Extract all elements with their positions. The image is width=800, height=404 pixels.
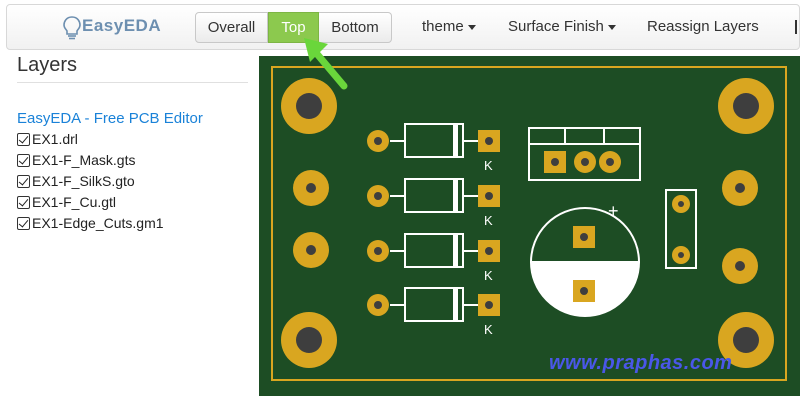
sidebar-divider (17, 82, 248, 83)
checkbox-checked-icon[interactable] (17, 174, 30, 188)
layer-label: EX1-F_Cu.gtl (32, 194, 117, 210)
mounting-hole (718, 78, 774, 134)
caret-down-icon (607, 24, 616, 30)
checkbox-checked-icon[interactable] (17, 153, 30, 167)
layer-item[interactable]: EX1.drl (17, 131, 78, 147)
easyeda-editor-link[interactable]: EasyEDA - Free PCB Editor (17, 110, 203, 127)
layer-label: EX1-F_Mask.gts (32, 152, 136, 168)
theme-menu-label: theme (422, 18, 464, 35)
cathode-label: K (484, 158, 493, 173)
layer-item[interactable]: EX1-F_Cu.gtl (17, 194, 116, 210)
diode-footprint: K (367, 178, 500, 228)
layer-item[interactable]: EX1-F_Mask.gts (17, 152, 135, 168)
board-edge-outline (271, 66, 787, 381)
caret-down-icon (467, 24, 476, 30)
connector-pad (293, 232, 329, 268)
surface-finish-menu[interactable]: Surface Finish (508, 18, 616, 35)
bulb-icon (63, 16, 81, 40)
top-navbar (6, 4, 800, 50)
watermark-text: www.praphas.com (549, 352, 733, 374)
connector-pad (293, 170, 329, 206)
surface-finish-menu-label: Surface Finish (508, 18, 604, 35)
theme-menu[interactable]: theme (422, 18, 476, 35)
checkbox-checked-icon[interactable] (17, 216, 30, 230)
layer-item[interactable]: EX1-Edge_Cuts.gm1 (17, 215, 164, 231)
truncated-menu-item[interactable] (795, 20, 797, 34)
connector-pad (722, 248, 758, 284)
sidebar-title: Layers (17, 54, 78, 76)
mounting-hole (718, 312, 774, 368)
overall-view-button[interactable]: Overall (195, 12, 268, 43)
easyeda-logo[interactable]: EasyEDA (62, 14, 162, 40)
pointer-arrow-icon (304, 38, 348, 90)
checkbox-checked-icon[interactable] (17, 195, 30, 209)
layer-label: EX1-Edge_Cuts.gm1 (32, 215, 164, 231)
board-substrate (259, 56, 800, 396)
diode-footprint: K (367, 123, 500, 173)
cathode-label: K (484, 268, 493, 283)
logo-text: EasyEDA (82, 16, 162, 35)
mounting-hole (281, 312, 337, 368)
reassign-layers-menu[interactable]: Reassign Layers (647, 18, 759, 35)
mounting-hole (281, 78, 337, 134)
pcb-board-preview[interactable]: K K K K (259, 56, 800, 396)
diode-footprint: K (367, 287, 500, 337)
bottom-view-button[interactable]: Bottom (319, 12, 392, 43)
connector-pad (722, 170, 758, 206)
pin-header-footprint (665, 189, 697, 269)
capacitor-footprint: + (529, 201, 641, 317)
capacitor-polarity-label: + (608, 201, 619, 221)
regulator-footprint (528, 127, 641, 181)
reassign-layers-menu-label: Reassign Layers (647, 18, 759, 35)
layer-label: EX1.drl (32, 131, 78, 147)
checkbox-checked-icon[interactable] (17, 132, 30, 146)
view-button-group: Overall Top Bottom (195, 12, 392, 43)
layer-label: EX1-F_SilkS.gto (32, 173, 135, 189)
top-view-button[interactable]: Top (268, 12, 319, 43)
cathode-label: K (484, 322, 493, 337)
layer-item[interactable]: EX1-F_SilkS.gto (17, 173, 135, 189)
diode-footprint: K (367, 233, 500, 283)
cathode-label: K (484, 213, 493, 228)
